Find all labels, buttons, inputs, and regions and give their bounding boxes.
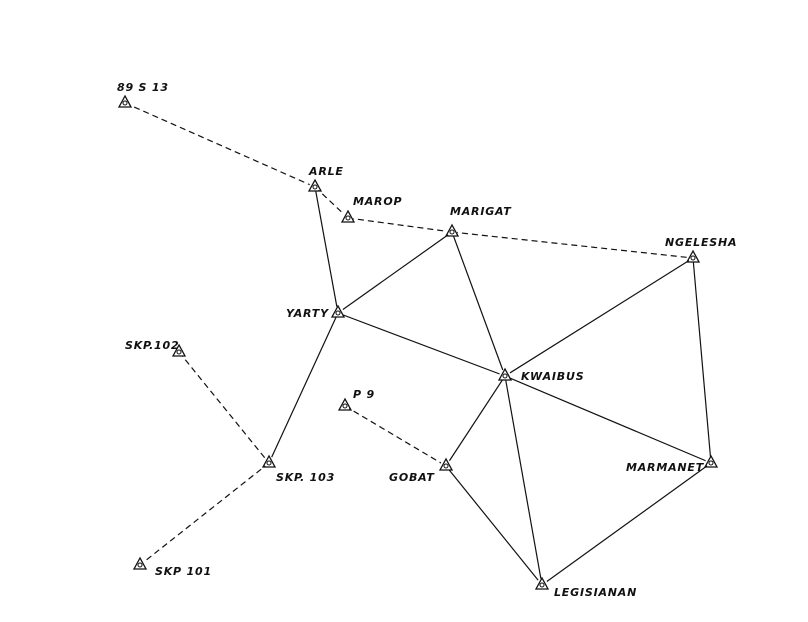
links-layer (124, 102, 712, 586)
station-skp102-triangulation-station-icon (171, 343, 187, 357)
station-label-s89: 89 S 13 (117, 81, 169, 94)
link-marigat-kwaibus (451, 231, 506, 377)
link-yarty-kwaibus (337, 312, 506, 377)
link-skp102-skp103 (178, 351, 270, 464)
station-s89-triangulation-station-icon (117, 94, 133, 108)
station-label-gobat: GOBAT (389, 471, 435, 484)
station-marop-triangulation-station-icon (340, 209, 356, 223)
link-p9-gobat (344, 405, 447, 467)
station-yarty-triangulation-station-icon (330, 304, 346, 318)
link-kwaibus-ngelesha (504, 257, 694, 377)
link-legisianan-marmanet (541, 462, 712, 586)
link-yarty-marigat (337, 231, 453, 314)
station-label-marop: MAROP (353, 195, 402, 208)
station-label-ngelesha: NGELESHA (665, 236, 737, 249)
link-kwaibus-marmanet (504, 375, 712, 464)
station-label-legisianan: LEGISIANAN (554, 586, 637, 599)
station-kwaibus-triangulation-station-icon (497, 367, 513, 381)
link-marigat-ngelesha (451, 231, 694, 259)
link-yarty-skp103 (268, 312, 339, 464)
link-gobat-legisianan (445, 465, 543, 586)
station-arle-triangulation-station-icon (307, 178, 323, 192)
station-label-kwaibus: KWAIBUS (521, 370, 584, 383)
station-gobat-triangulation-station-icon (438, 457, 454, 471)
link-kwaibus-legisianan (504, 375, 543, 586)
station-label-marmanet: MARMANET (626, 461, 705, 474)
link-kwaibus-gobat (445, 375, 506, 467)
link-skp103-skp101 (139, 462, 270, 566)
station-skp101-triangulation-station-icon (132, 556, 148, 570)
link-ngelesha-marmanet (692, 257, 712, 464)
station-label-skp102: SKP.102 (125, 339, 179, 352)
station-legisianan-triangulation-station-icon (534, 576, 550, 590)
station-p9-triangulation-station-icon (337, 397, 353, 411)
station-label-skp101: SKP 101 (155, 565, 212, 578)
station-skp103-triangulation-station-icon (261, 454, 277, 468)
labels-layer: 89 S 13 ARLE MAROP MARIGAT NGELESHA YARTY SKP.… (117, 81, 737, 599)
station-marigat-triangulation-station-icon (444, 223, 460, 237)
station-label-yarty: YARTY (286, 307, 329, 320)
station-label-marigat: MARIGAT (450, 205, 512, 218)
link-s89-arle (124, 102, 316, 188)
link-marop-marigat (347, 217, 453, 233)
station-label-p9: P 9 (353, 388, 375, 401)
link-arle-marop (314, 186, 349, 219)
station-marmanet-triangulation-station-icon (703, 454, 719, 468)
markers-layer (117, 94, 719, 590)
station-ngelesha-triangulation-station-icon (685, 249, 701, 263)
station-label-skp103: SKP. 103 (276, 471, 335, 484)
link-arle-yarty (314, 186, 339, 314)
station-label-arle: ARLE (308, 165, 344, 178)
